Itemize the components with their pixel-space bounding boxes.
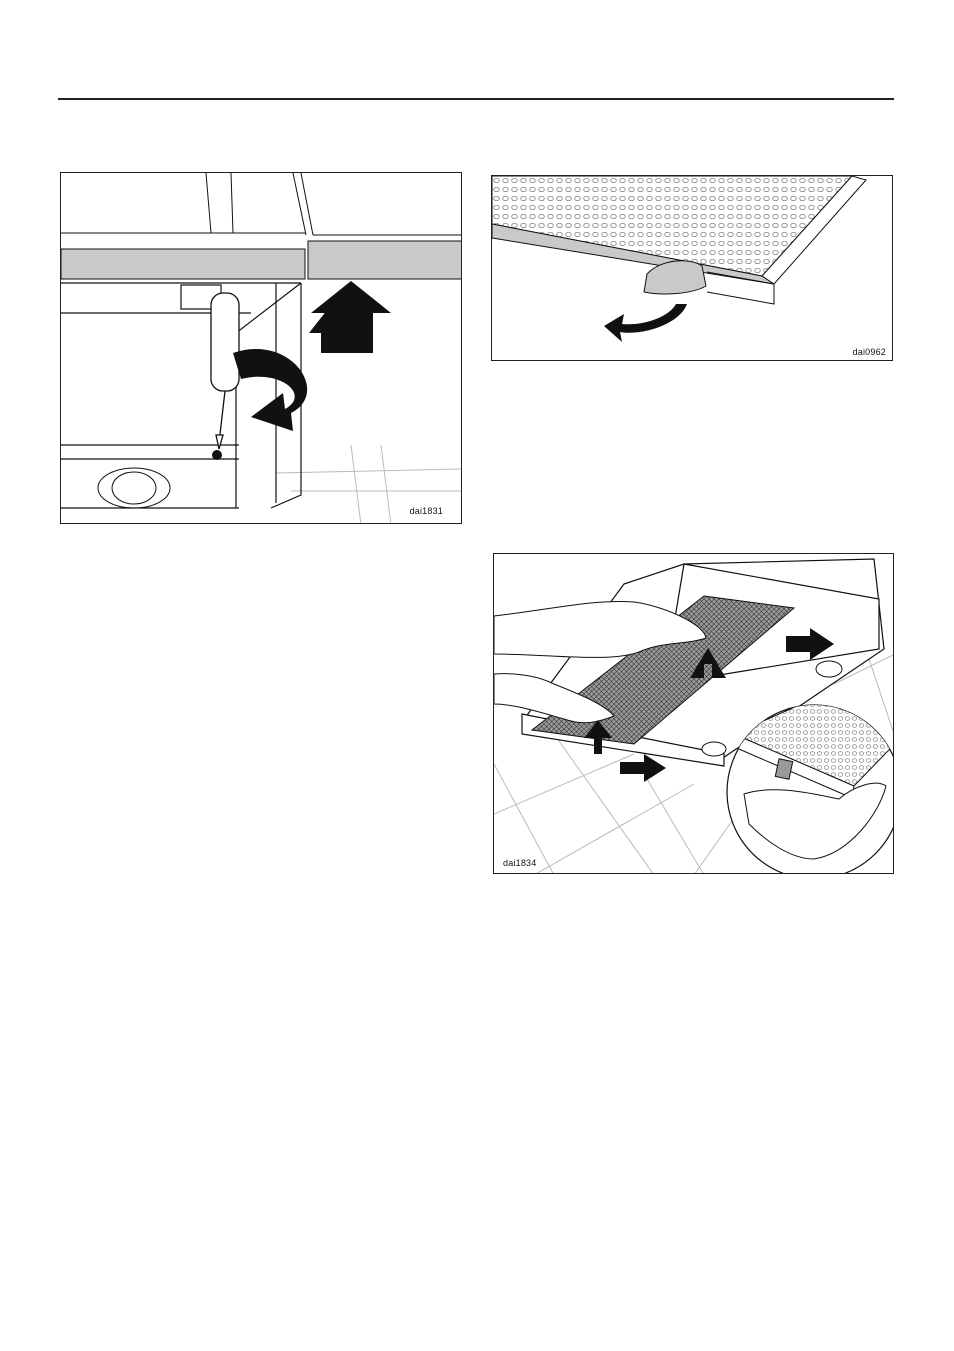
figure-label-1: dai1831 bbox=[410, 506, 443, 516]
figure-filter-clip: dai0962 bbox=[491, 175, 893, 361]
figure-filter-removal: dai1834 bbox=[493, 553, 894, 874]
figure-screwdriver-removal: dai1831 bbox=[60, 172, 462, 524]
header-rule bbox=[58, 98, 894, 100]
screwdriver-illustration bbox=[61, 173, 462, 524]
filter-removal-illustration bbox=[494, 554, 894, 874]
figure-label-3: dai1834 bbox=[503, 858, 536, 868]
figure-label-2: dai0962 bbox=[853, 347, 886, 357]
filter-clip-illustration bbox=[492, 176, 893, 361]
